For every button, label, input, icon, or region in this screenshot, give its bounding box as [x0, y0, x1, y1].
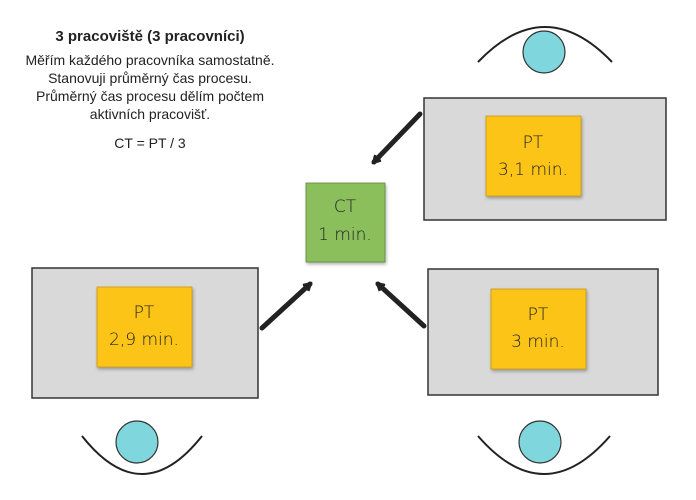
info-line-1: Měřím každého pracovníka samostatně.	[25, 52, 275, 68]
pt-note-top-right-label: PT	[523, 133, 544, 153]
worker-bottom-right	[477, 420, 611, 475]
worker-top-right	[477, 26, 613, 74]
pt-note-bottom-right-label: PT	[528, 305, 549, 325]
info-line-4: aktivních pracovišť.	[89, 106, 211, 122]
pt-note-left-value: 2,9 min.	[109, 330, 179, 350]
worker-bottom-right-head	[518, 420, 562, 464]
arrow-top-right-to-ct	[371, 111, 423, 162]
worker-top-right-arms	[477, 26, 613, 63]
formula: CT = PT / 3	[114, 135, 186, 151]
info-block: 3 pracoviště (3 pracovníci) Měřím každéh…	[0, 28, 300, 151]
worker-bottom-left-head	[115, 420, 159, 464]
ct-note: CT 1 min.	[305, 182, 386, 263]
arrow-bottom-right-to-ct	[378, 281, 427, 329]
worker-bottom-left	[81, 420, 203, 475]
pt-note-top-right-value: 3,1 min.	[498, 160, 568, 180]
pt-note-bottom-right-value: 3 min.	[511, 332, 565, 352]
ct-note-label: CT	[334, 197, 357, 217]
info-line-2: Stanovuji průměrný čas procesu.	[48, 70, 252, 86]
workstation-bottom-right: PT 3 min.	[427, 268, 659, 396]
worker-bottom-left-arms	[81, 435, 203, 475]
info-line-3: Průměrný čas procesu dělím počtem	[36, 88, 264, 104]
pt-note-left	[96, 286, 193, 368]
info-title: 3 pracoviště (3 pracovníci)	[55, 28, 245, 45]
ct-note-value: 1 min.	[318, 225, 372, 245]
pt-note-top-right	[485, 115, 582, 197]
worker-bottom-right-arms	[477, 435, 611, 475]
pt-note-bottom-right	[490, 288, 587, 370]
pt-note-left-label: PT	[134, 303, 155, 323]
arrow-left-to-ct	[259, 281, 310, 331]
workstation-top-right: PT 3,1 min.	[423, 97, 667, 221]
workstation-left: PT 2,9 min.	[31, 267, 259, 399]
worker-top-right-head	[522, 30, 566, 74]
